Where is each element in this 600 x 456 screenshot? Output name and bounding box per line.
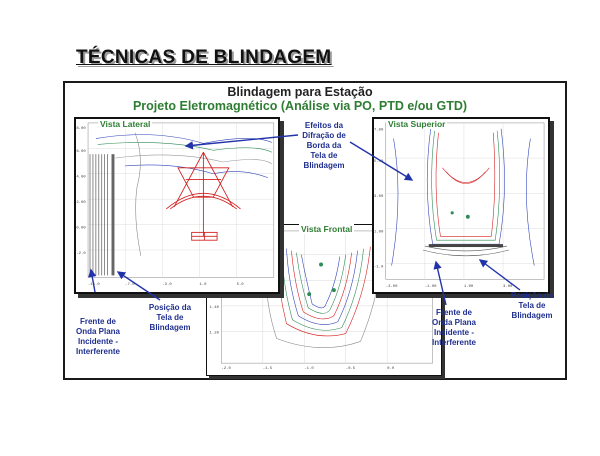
svg-text:8.00: 8.00 — [76, 127, 86, 131]
frontal-view-label: Vista Frontal — [299, 224, 355, 234]
svg-text:5.0: 5.0 — [237, 283, 245, 287]
slide-title: TÉCNICAS DE BLINDAGEM — [76, 47, 332, 68]
svg-text:-1.0: -1.0 — [304, 367, 314, 371]
figure-subheading: Projeto Eletromagnético (Análise via PO,… — [132, 99, 468, 113]
diffraction-note: Efeitos da Difração de Borda da Tela de … — [302, 121, 346, 170]
figure-heading: Blindagem para Estação — [227, 85, 373, 99]
svg-text:1.40: 1.40 — [210, 306, 220, 310]
svg-text:1.20: 1.20 — [210, 332, 220, 336]
svg-text:-2.0: -2.0 — [221, 367, 231, 371]
lateral-view-label: Vista Lateral — [98, 119, 153, 129]
lateral-contour-plot: 8.006.004.00 2.000.00-2.0 -11.0-7.0-3.0 … — [76, 122, 275, 287]
svg-text:-1.0: -1.0 — [374, 266, 384, 270]
screen-position-note-left: Posição da Tela de Blindagem — [148, 303, 192, 332]
frontal-contour-plot: 2.001.801.60 1.401.20 -2.0-1.5-1.0 -0.50… — [210, 230, 433, 371]
superior-view-label: Vista Superior — [386, 119, 448, 129]
svg-text:-3.0: -3.0 — [162, 283, 172, 287]
svg-text:1.0: 1.0 — [199, 283, 207, 287]
superior-view-panel: 7.00 5.00 3.00 1.00 -1.0 -3.00 -1.00 1.00 3.0… — [372, 117, 550, 294]
screen-position-note-right: Posição da Tela de Blindagem — [510, 291, 554, 320]
svg-text:6.00: 6.00 — [76, 150, 86, 154]
svg-text:0.00: 0.00 — [76, 226, 86, 230]
svg-text:-1.5: -1.5 — [263, 367, 273, 371]
svg-text:-0.5: -0.5 — [346, 367, 356, 371]
svg-text:-2.0: -2.0 — [76, 252, 86, 256]
svg-text:5.00: 5.00 — [374, 160, 384, 164]
svg-text:-1.00: -1.00 — [425, 285, 437, 289]
svg-text:0.0: 0.0 — [387, 367, 395, 371]
wavefront-note-left: Frente de Onda Plana Incidente - Interfe… — [75, 317, 120, 356]
svg-text:1.00: 1.00 — [464, 285, 474, 289]
svg-text:4.00: 4.00 — [76, 176, 86, 180]
svg-text:2.00: 2.00 — [76, 201, 86, 205]
svg-text:7.00: 7.00 — [374, 129, 384, 133]
superior-contour-plot: 7.00 5.00 3.00 1.00 -1.0 -3.00 -1.00 1.00 3.0… — [374, 122, 545, 289]
svg-text:1.00: 1.00 — [374, 230, 384, 234]
wavefront-note-right: Frente de Onda Plana Incidente - Interfe… — [431, 308, 476, 347]
svg-text:-7.0: -7.0 — [125, 283, 135, 287]
svg-text:-3.00: -3.00 — [386, 285, 398, 289]
svg-text:3.00: 3.00 — [374, 195, 384, 199]
svg-text:3.00: 3.00 — [503, 285, 513, 289]
